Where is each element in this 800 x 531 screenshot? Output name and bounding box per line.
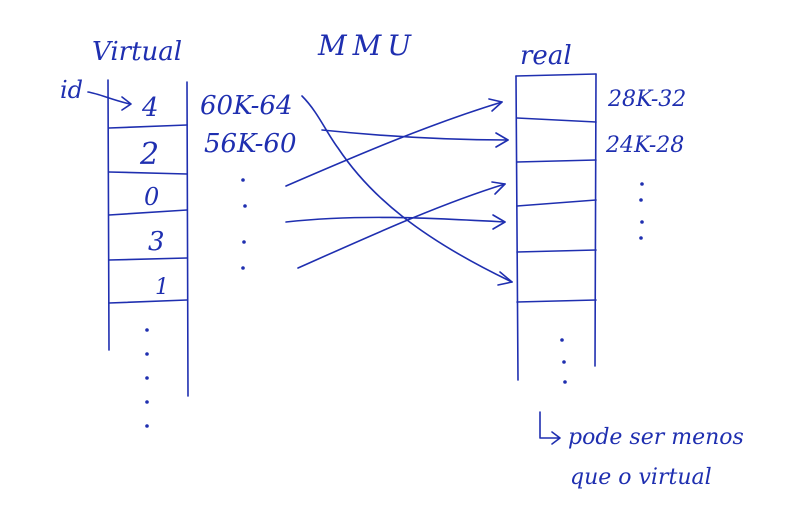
virtual-memory-column bbox=[107, 79, 189, 428]
ellipsis-dot bbox=[243, 204, 247, 208]
virtual-entry: 0 bbox=[144, 183, 159, 211]
ellipsis-dot bbox=[640, 182, 644, 186]
ellipsis-dot bbox=[639, 236, 643, 240]
ellipsis-dot bbox=[145, 400, 149, 404]
mapping-arrow bbox=[301, 95, 513, 283]
real-address-range: 28K-32 bbox=[607, 87, 686, 112]
mapping-arrow bbox=[285, 216, 506, 223]
virtual-entry: 2 bbox=[139, 137, 159, 172]
ellipsis-dot bbox=[242, 240, 246, 244]
id-label: id bbox=[60, 76, 83, 104]
ellipsis-dot bbox=[560, 338, 564, 342]
virtual-address-range: 60K-64 bbox=[200, 91, 293, 121]
ellipsis-dot bbox=[640, 220, 644, 224]
virtual-entry: 4 bbox=[141, 93, 159, 123]
mapping-arrowhead bbox=[491, 181, 506, 195]
id-pointer-arrow bbox=[87, 91, 132, 111]
mapping-arrowhead bbox=[488, 98, 503, 112]
ellipsis-dot bbox=[562, 360, 566, 364]
virtual-entry: 1 bbox=[155, 275, 169, 300]
ellipsis-dot bbox=[639, 198, 643, 202]
ellipsis-dot bbox=[145, 376, 149, 380]
mapping-arrow bbox=[297, 183, 506, 269]
note-line-2: que o virtual bbox=[570, 465, 712, 490]
mapping-arrow bbox=[321, 129, 509, 141]
real-title: real bbox=[520, 41, 572, 71]
mapping-arrowhead bbox=[497, 271, 513, 286]
ellipsis-dot bbox=[563, 380, 567, 384]
real-address-range: 24K-28 bbox=[605, 133, 684, 158]
ellipsis-dot bbox=[241, 266, 245, 270]
note-pointer-arrow bbox=[539, 411, 561, 445]
mapping-arrowhead bbox=[492, 214, 506, 230]
virtual-entry: 3 bbox=[148, 227, 165, 257]
ellipsis-dot bbox=[145, 352, 149, 356]
virtual-address-range: 56K-60 bbox=[204, 129, 297, 159]
note-line-1: pode ser menos bbox=[568, 425, 744, 450]
virtual-title: Virtual bbox=[92, 37, 182, 67]
mmu-title: MMU bbox=[317, 29, 417, 62]
ellipsis-dot bbox=[241, 178, 245, 182]
ellipsis-dot bbox=[145, 328, 149, 332]
mapping-arrowhead bbox=[495, 132, 509, 148]
real-memory-column bbox=[515, 73, 597, 384]
mapping-arrow bbox=[285, 101, 503, 187]
ellipsis-dot bbox=[145, 424, 149, 428]
